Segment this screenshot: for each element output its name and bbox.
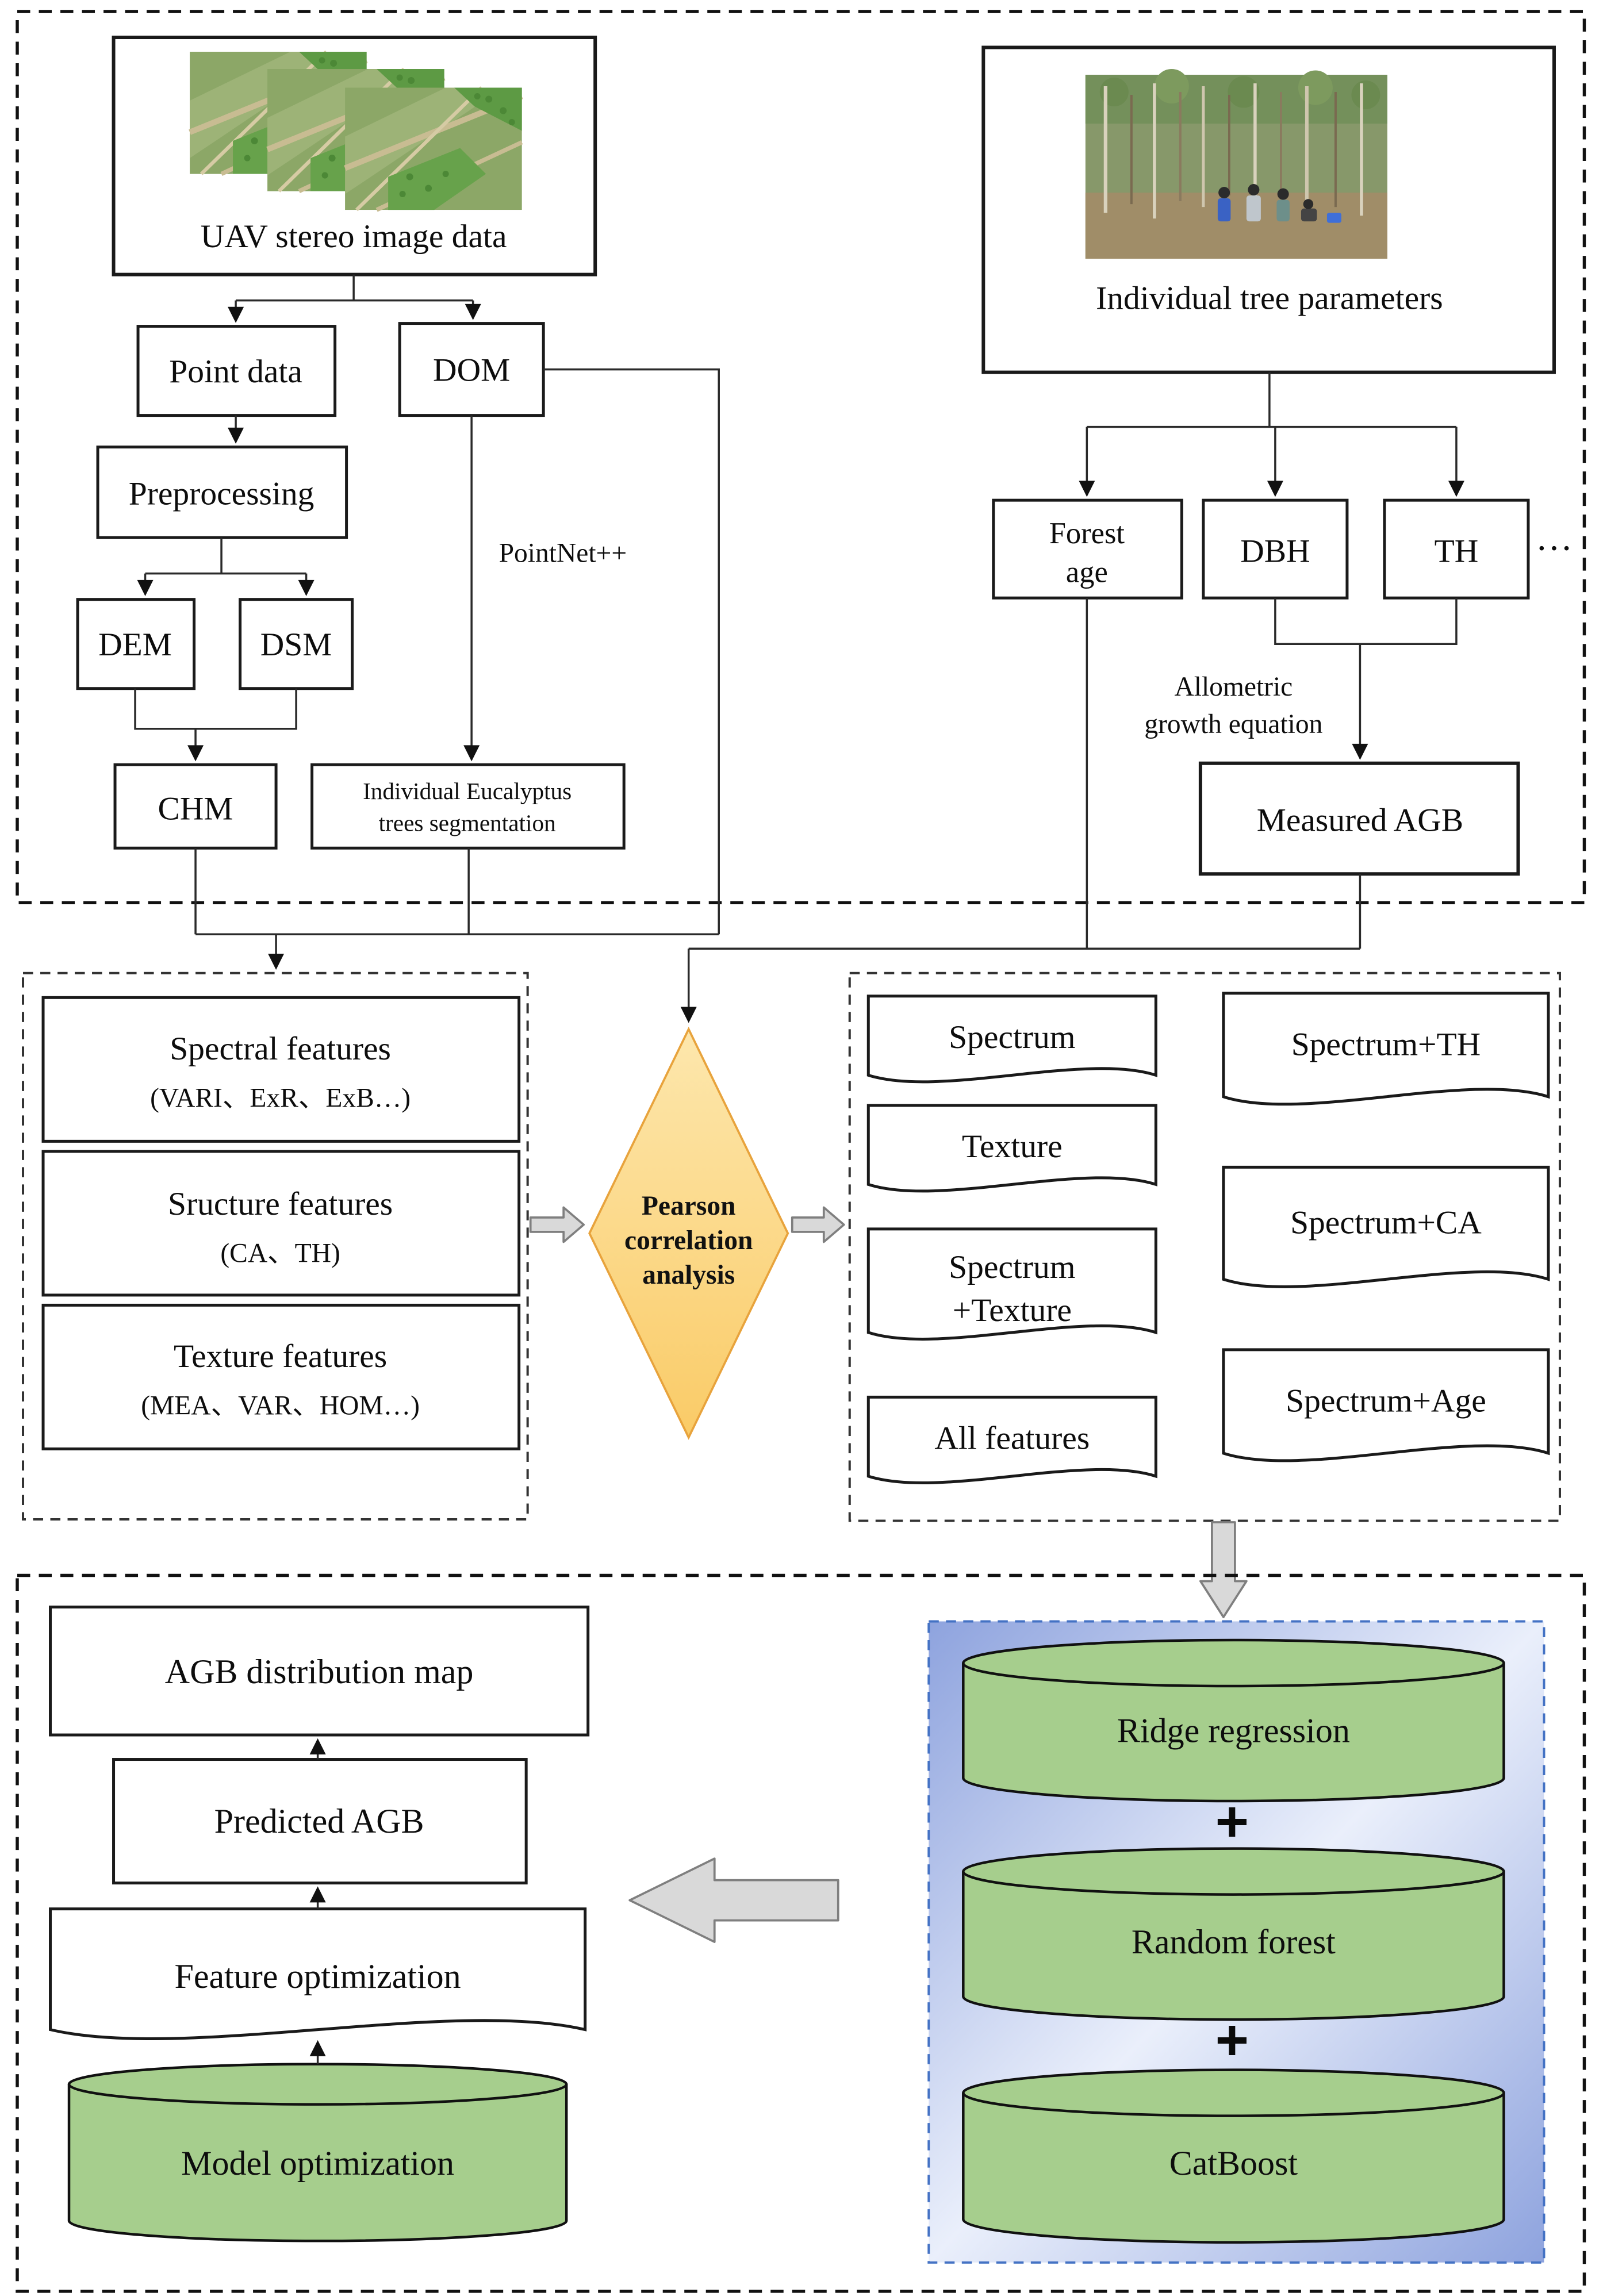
pearson-label-3: analysis <box>642 1260 735 1290</box>
combo-spectrum-th-node: Spectrum+TH <box>1222 992 1550 1106</box>
combo-texture-label: Texture <box>962 1128 1063 1165</box>
uav-label: UAV stereo image data <box>201 218 507 255</box>
dbh-label: DBH <box>1240 533 1310 570</box>
point-data-node: Point data <box>136 325 337 417</box>
dem-label: DEM <box>98 627 172 663</box>
plus-icon: + <box>1215 2008 1249 2072</box>
uav-connectors <box>228 274 481 323</box>
chm-node: CHM <box>113 763 278 850</box>
dsm-node: DSM <box>239 598 354 690</box>
preprocessing-label: Preprocessing <box>129 476 315 512</box>
measured-agb-label: Measured AGB <box>1257 802 1463 838</box>
random-forest-node: Random forest <box>962 1847 1505 2021</box>
tree-params-label: Individual tree parameters <box>1096 281 1443 317</box>
dom-right-branch-line <box>543 368 720 935</box>
catboost-node: CatBoost <box>962 2068 1505 2244</box>
combo-spectrum-label: Spectrum <box>949 1019 1075 1055</box>
combo-spectrum-ca-label: Spectrum+CA <box>1290 1204 1482 1241</box>
forest-age-node: Forest age <box>992 498 1183 600</box>
structure-features-node: Sructure features (CA、TH) <box>41 1150 521 1297</box>
combo-spectrum-age-node: Spectrum+Age <box>1222 1348 1550 1462</box>
feature-panel: Spectral features (VARI、ExR、ExB…) Sructu… <box>22 972 529 1521</box>
dbh-node: DBH <box>1202 498 1349 600</box>
dsm-label: DSM <box>260 627 332 663</box>
model-optimization-node: Model optimization <box>67 2063 568 2243</box>
pointnet-label: PointNet++ <box>499 539 627 569</box>
texture-features-node: Texture features (MEA、VAR、HOM…) <box>41 1303 521 1450</box>
combo-spectrum-age-label: Spectrum+Age <box>1286 1383 1486 1419</box>
spectral-label-1: Spectral features <box>170 1031 391 1067</box>
bottom-section-border <box>16 1573 1586 2293</box>
chm-connectors <box>134 688 297 762</box>
allometric-label-2: growth equation <box>1144 709 1322 739</box>
combo-spectrum-texture-label-1: Spectrum <box>949 1249 1075 1285</box>
spectral-features-node: Spectral features (VARI、ExR、ExB…) <box>41 996 521 1143</box>
ellipsis-label: ··· <box>1536 528 1573 569</box>
params-connectors <box>1079 372 1464 497</box>
dom-node: DOM <box>398 322 545 417</box>
combo-texture-node: Texture <box>866 1104 1157 1193</box>
ensemble-to-feature-opt-arrow <box>628 1857 839 1943</box>
pearson-to-combos-arrow <box>791 1206 845 1243</box>
uav-stereo-image-data-node: UAV stereo image data <box>112 36 597 277</box>
plus-icon: + <box>1215 1790 1249 1854</box>
dem-node: DEM <box>76 598 196 690</box>
structure-label-2: (CA、TH) <box>220 1238 340 1268</box>
bottom-section: AGB distribution map Predicted AGB Featu… <box>16 1573 1586 2293</box>
agb-map-label: AGB distribution map <box>165 1653 474 1691</box>
segmentation-label-2: trees segmentation <box>379 809 556 836</box>
spectral-label-2: (VARI、ExR、ExB…) <box>150 1083 411 1113</box>
top-section-border <box>16 10 1586 905</box>
aerial-photo-icon <box>345 88 522 210</box>
individual-tree-parameters-node: Individual tree parameters <box>981 45 1556 374</box>
pearson-diamond-node: Pearson correlation analysis <box>588 1027 789 1440</box>
combo-panel-border <box>848 972 1561 1522</box>
feature-optimization-node: Feature optimization <box>49 1907 587 2040</box>
cross-section-connectors <box>194 598 1362 1023</box>
preprocessing-node: Preprocessing <box>96 446 348 539</box>
point-data-label: Point data <box>169 354 302 390</box>
ridge-regression-node: Ridge regression <box>962 1638 1505 1803</box>
combo-panel: Spectrum Texture Spectrum +Texture All f… <box>848 972 1561 1522</box>
combo-spectrum-texture-label-2: +Texture <box>953 1292 1072 1329</box>
top-section: UAV stereo image data Individual tree pa… <box>16 10 1586 935</box>
preprocessing-connectors <box>137 537 315 596</box>
predicted-agb-node: Predicted AGB <box>112 1758 528 1885</box>
pearson-label-2: correlation <box>624 1226 753 1255</box>
texture-label-2: (MEA、VAR、HOM…) <box>141 1391 420 1420</box>
ridge-regression-label: Ridge regression <box>1117 1712 1350 1750</box>
chm-label: CHM <box>158 790 233 827</box>
feature-optimization-label: Feature optimization <box>175 1957 461 1995</box>
agb-map-node: AGB distribution map <box>49 1605 590 1737</box>
measured-agb-node: Measured AGB <box>1198 761 1520 876</box>
ensemble-panel: Ridge regression + Random forest + CatBo… <box>927 1620 1546 2264</box>
pearson-label-1: Pearson <box>642 1191 736 1221</box>
allometric-connectors <box>1274 598 1458 760</box>
dom-label: DOM <box>433 352 510 389</box>
th-label: TH <box>1435 533 1479 570</box>
combo-spectrum-th-label: Spectrum+TH <box>1291 1026 1481 1062</box>
features-to-pearson-arrow <box>529 1206 585 1243</box>
texture-label-1: Texture features <box>174 1338 387 1374</box>
structure-label-1: Sructure features <box>168 1186 393 1222</box>
forest-age-label-1: Forest <box>1049 517 1125 550</box>
combo-spectrum-ca-node: Spectrum+CA <box>1222 1165 1550 1288</box>
allometric-label-1: Allometric <box>1174 672 1293 702</box>
combo-all-features-node: All features <box>866 1395 1157 1484</box>
combo-all-features-label: All features <box>934 1420 1090 1456</box>
segmentation-node: Individual Eucalyptus trees segmentation <box>310 763 626 850</box>
catboost-label: CatBoost <box>1169 2144 1298 2182</box>
model-optimization-label: Model optimization <box>181 2144 454 2182</box>
combo-spectrum-node: Spectrum <box>866 995 1157 1084</box>
random-forest-label: Random forest <box>1132 1923 1336 1961</box>
combos-to-ensemble-arrow <box>1199 1521 1248 1618</box>
th-node: TH <box>1383 498 1530 600</box>
predicted-agb-label: Predicted AGB <box>214 1802 424 1840</box>
forest-photo-icon <box>1086 69 1387 259</box>
forest-age-label-2: age <box>1066 556 1108 589</box>
segmentation-label-1: Individual Eucalyptus <box>363 778 572 804</box>
combo-spectrum-texture-node: Spectrum +Texture <box>866 1227 1157 1341</box>
